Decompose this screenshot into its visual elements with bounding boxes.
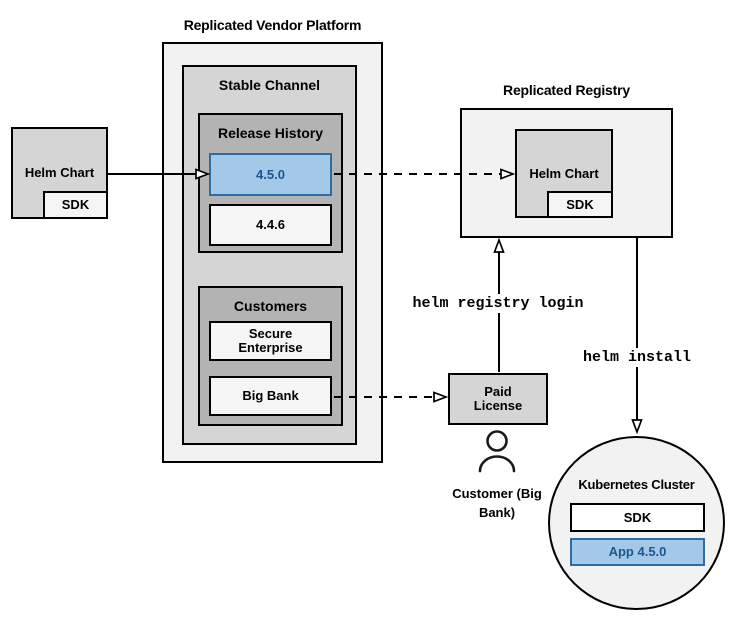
release-history-title: Release History — [217, 125, 324, 141]
release-4-5-0: 4.5.0 — [209, 153, 332, 196]
customer-caption: Customer (Big Bank) — [452, 486, 542, 520]
kubernetes-sdk-box: SDK — [570, 503, 705, 532]
kubernetes-app-box: App 4.5.0 — [570, 538, 705, 566]
person-icon — [478, 430, 516, 473]
paid-license-box: Paid License — [448, 373, 548, 425]
customer-big-bank: Big Bank — [209, 376, 332, 416]
registry-sdk-box: SDK — [547, 191, 613, 218]
release-4-4-6: 4.4.6 — [209, 204, 332, 246]
stable-channel-title: Stable Channel — [218, 77, 321, 93]
helm-registry-login-label: helm registry login — [398, 293, 598, 313]
source-sdk-box: SDK — [43, 191, 108, 219]
helm-install-label: helm install — [560, 347, 714, 367]
vendor-platform-title: Replicated Vendor Platform — [183, 17, 362, 33]
registry-title: Replicated Registry — [503, 82, 630, 98]
customers-title: Customers — [233, 298, 308, 314]
kubernetes-cluster-title: Kubernetes Cluster — [578, 477, 695, 492]
customer-secure-enterprise: Secure Enterprise — [209, 321, 332, 361]
